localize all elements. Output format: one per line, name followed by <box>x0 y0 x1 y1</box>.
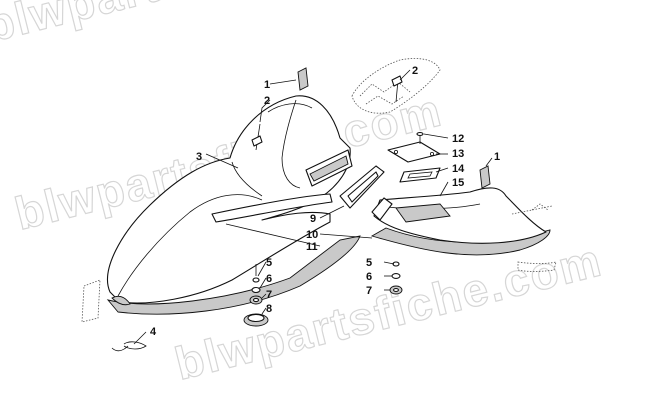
callout-5-left: 5 <box>266 257 272 269</box>
right-screw <box>391 75 403 103</box>
callout-14: 14 <box>452 163 465 175</box>
left-screw <box>251 123 263 151</box>
watermark-top: blwpartsfiche.com <box>0 0 418 52</box>
callout-7-left: 7 <box>266 289 272 301</box>
left-clip <box>297 67 309 91</box>
vent-seal <box>339 165 385 209</box>
callout-2-left: 2 <box>264 95 270 107</box>
callout-3: 3 <box>196 151 202 163</box>
callout-12: 12 <box>452 133 464 145</box>
seat-outline <box>351 58 441 114</box>
hairpin-clip <box>81 279 147 352</box>
right-hardware <box>389 261 403 295</box>
leader-lines <box>133 69 493 345</box>
callout-9: 9 <box>310 213 316 225</box>
callout-13: 13 <box>452 148 464 160</box>
callout-10: 10 <box>306 229 318 241</box>
callout-6-right: 6 <box>366 271 372 283</box>
callout-5-right: 5 <box>366 257 372 269</box>
callout-1-left: 1 <box>264 79 270 91</box>
ski-outline <box>511 203 557 272</box>
callout-8: 8 <box>266 303 272 315</box>
callout-11: 11 <box>306 241 318 253</box>
callout-4: 4 <box>150 326 157 338</box>
callout-15: 15 <box>452 177 464 189</box>
hood-shell <box>106 95 361 315</box>
duct-assembly <box>370 131 551 256</box>
callout-7-right: 7 <box>366 285 372 297</box>
left-hardware <box>243 264 269 327</box>
callout-6-left: 6 <box>266 273 272 285</box>
callout-1-right: 1 <box>494 151 500 163</box>
right-clip <box>479 165 491 189</box>
callout-2-right: 2 <box>412 65 418 77</box>
